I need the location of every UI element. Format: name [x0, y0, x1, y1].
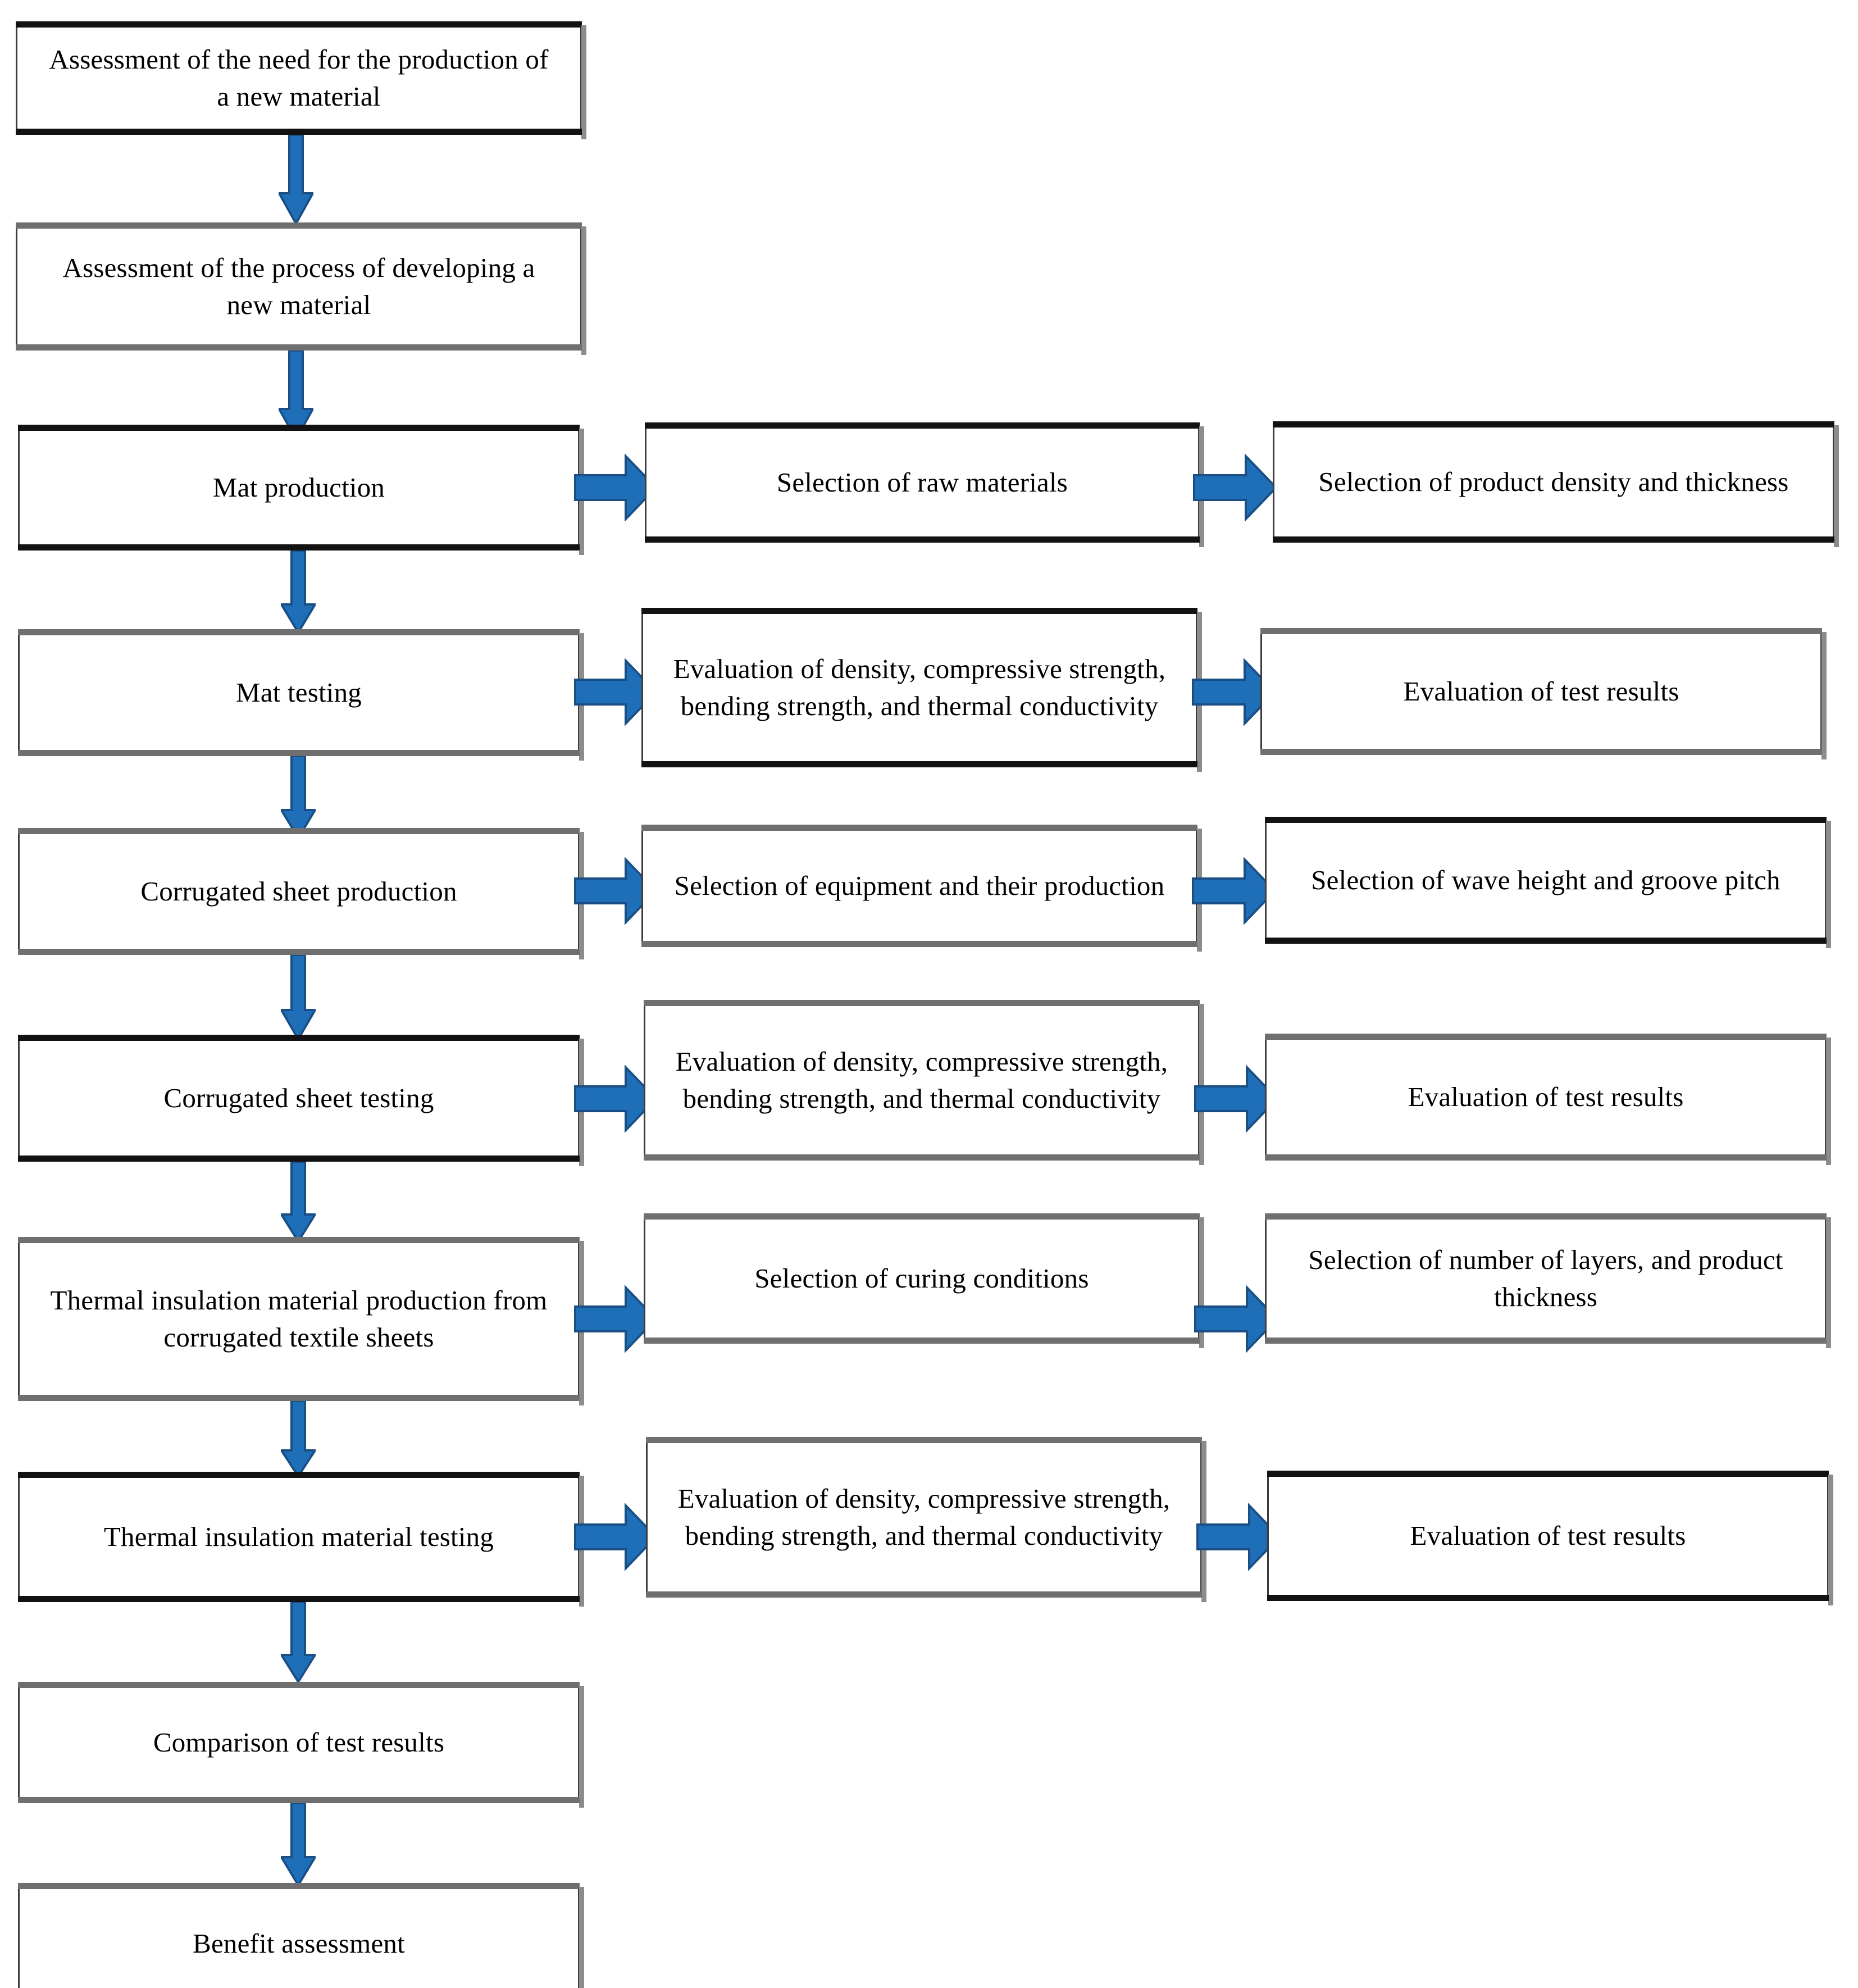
arrow-n5-to-n6	[281, 955, 316, 1040]
box-shadow	[1826, 1217, 1831, 1348]
node-label: Thermal insulation material testing	[103, 1521, 494, 1553]
arrow-n3a-to-n3b	[1193, 454, 1277, 521]
node-label: Comparison of test results	[153, 1727, 445, 1758]
node-label: Selection of curing conditions	[754, 1263, 1089, 1294]
arrow-n4-to-n5	[281, 756, 316, 839]
box-shadow	[1197, 612, 1202, 772]
box-shadow	[579, 1686, 584, 1808]
node-thermal-insulation-testing[interactable]: Thermal insulation material testing	[18, 1472, 584, 1607]
node-benefit-assessment[interactable]: Benefit assessment	[18, 1883, 584, 1988]
box-shadow	[1828, 1475, 1833, 1605]
box-shadow	[579, 1241, 584, 1405]
node-label: Mat production	[212, 472, 385, 503]
arrow-n8-to-n8a	[574, 1503, 657, 1571]
node-assessment-of-need[interactable]: Assessment of the need for the productio…	[16, 21, 586, 139]
arrow-n5a-to-n5b	[1192, 857, 1276, 925]
box-shadow	[1199, 1217, 1204, 1348]
node-label: Mat testing	[235, 677, 362, 708]
node-label: Corrugated sheet production	[140, 876, 457, 907]
node-label: Selection of raw materials	[776, 467, 1068, 498]
node-corrugated-sheet-production[interactable]: Corrugated sheet production	[18, 828, 584, 959]
node-mat-evaluation-of-test-results[interactable]: Evaluation of test results	[1260, 628, 1827, 759]
box-shadow	[1826, 821, 1831, 948]
box-shadow	[579, 1476, 584, 1607]
box-shadow	[579, 1887, 584, 1988]
node-selection-raw-materials[interactable]: Selection of raw materials	[645, 422, 1204, 547]
node-label: Evaluation of test results	[1410, 1520, 1686, 1552]
box-shadow	[1201, 1441, 1206, 1602]
node-corrugated-evaluation-of-test-results[interactable]: Evaluation of test results	[1265, 1034, 1831, 1165]
node-selection-equipment-production[interactable]: Selection of equipment and their product…	[641, 825, 1202, 952]
node-thermal-insulation-production[interactable]: Thermal insulation material production f…	[18, 1237, 584, 1405]
box-shadow	[579, 633, 584, 761]
node-label: Selection of equipment and their product…	[674, 870, 1165, 902]
node-label: Assessment of the need for the productio…	[49, 44, 549, 112]
node-mat-production[interactable]: Mat production	[18, 425, 584, 555]
arrow-n1-to-n2	[279, 135, 313, 225]
node-label: Benefit assessment	[193, 1928, 405, 1959]
box-shadow	[1826, 1038, 1831, 1165]
node-corrugated-test-evaluation[interactable]: Evaluation of density, compressive stren…	[644, 1000, 1204, 1165]
box-shadow	[579, 429, 584, 555]
node-thermal-evaluation-of-test-results[interactable]: Evaluation of test results	[1267, 1471, 1833, 1605]
node-label: Evaluation of density, compressive stren…	[675, 1046, 1168, 1114]
box-shadow	[1199, 1004, 1204, 1165]
box-shadow	[579, 832, 584, 959]
arrow-n9-to-n10	[281, 1803, 316, 1886]
node-selection-curing-conditions[interactable]: Selection of curing conditions	[644, 1213, 1204, 1348]
box-shadow	[581, 226, 586, 355]
node-label: Assessment of the process of developing …	[62, 252, 535, 320]
box-shadow	[579, 1039, 584, 1166]
node-label: Evaluation of test results	[1403, 676, 1679, 707]
box-shadow	[1197, 829, 1202, 952]
node-label: Selection of wave height and groove pitc…	[1311, 865, 1780, 896]
node-selection-product-density-thickness[interactable]: Selection of product density and thickne…	[1273, 421, 1839, 547]
node-comparison-of-test-results[interactable]: Comparison of test results	[18, 1682, 584, 1808]
node-label: Evaluation of test results	[1408, 1081, 1684, 1113]
node-thermal-test-evaluation[interactable]: Evaluation of density, compressive stren…	[646, 1437, 1206, 1602]
box-shadow	[1199, 426, 1204, 547]
node-label: Evaluation of density, compressive stren…	[673, 653, 1166, 721]
node-label: Selection of number of layers, and produ…	[1308, 1244, 1783, 1312]
node-label: Evaluation of density, compressive stren…	[677, 1483, 1171, 1551]
box-shadow	[1821, 632, 1827, 759]
box-shadow	[581, 25, 586, 139]
node-mat-test-evaluation[interactable]: Evaluation of density, compressive stren…	[641, 608, 1202, 772]
node-assessment-of-process[interactable]: Assessment of the process of developing …	[16, 222, 586, 355]
node-label: Thermal insulation material production f…	[50, 1285, 548, 1353]
node-selection-wave-height-groove-pitch[interactable]: Selection of wave height and groove pitc…	[1265, 817, 1831, 948]
node-label: Selection of product density and thickne…	[1318, 466, 1789, 498]
box-shadow	[1834, 425, 1839, 547]
arrow-n8-to-n9	[281, 1602, 316, 1683]
arrow-n3-to-n4	[281, 551, 316, 634]
node-selection-layers-product-thickness[interactable]: Selection of number of layers, and produ…	[1265, 1213, 1831, 1348]
node-mat-testing[interactable]: Mat testing	[18, 629, 584, 761]
arrow-n6-to-n7	[281, 1162, 316, 1243]
node-corrugated-sheet-testing[interactable]: Corrugated sheet testing	[18, 1035, 584, 1166]
arrow-n7-to-n8	[281, 1401, 316, 1477]
node-label: Corrugated sheet testing	[163, 1082, 434, 1114]
